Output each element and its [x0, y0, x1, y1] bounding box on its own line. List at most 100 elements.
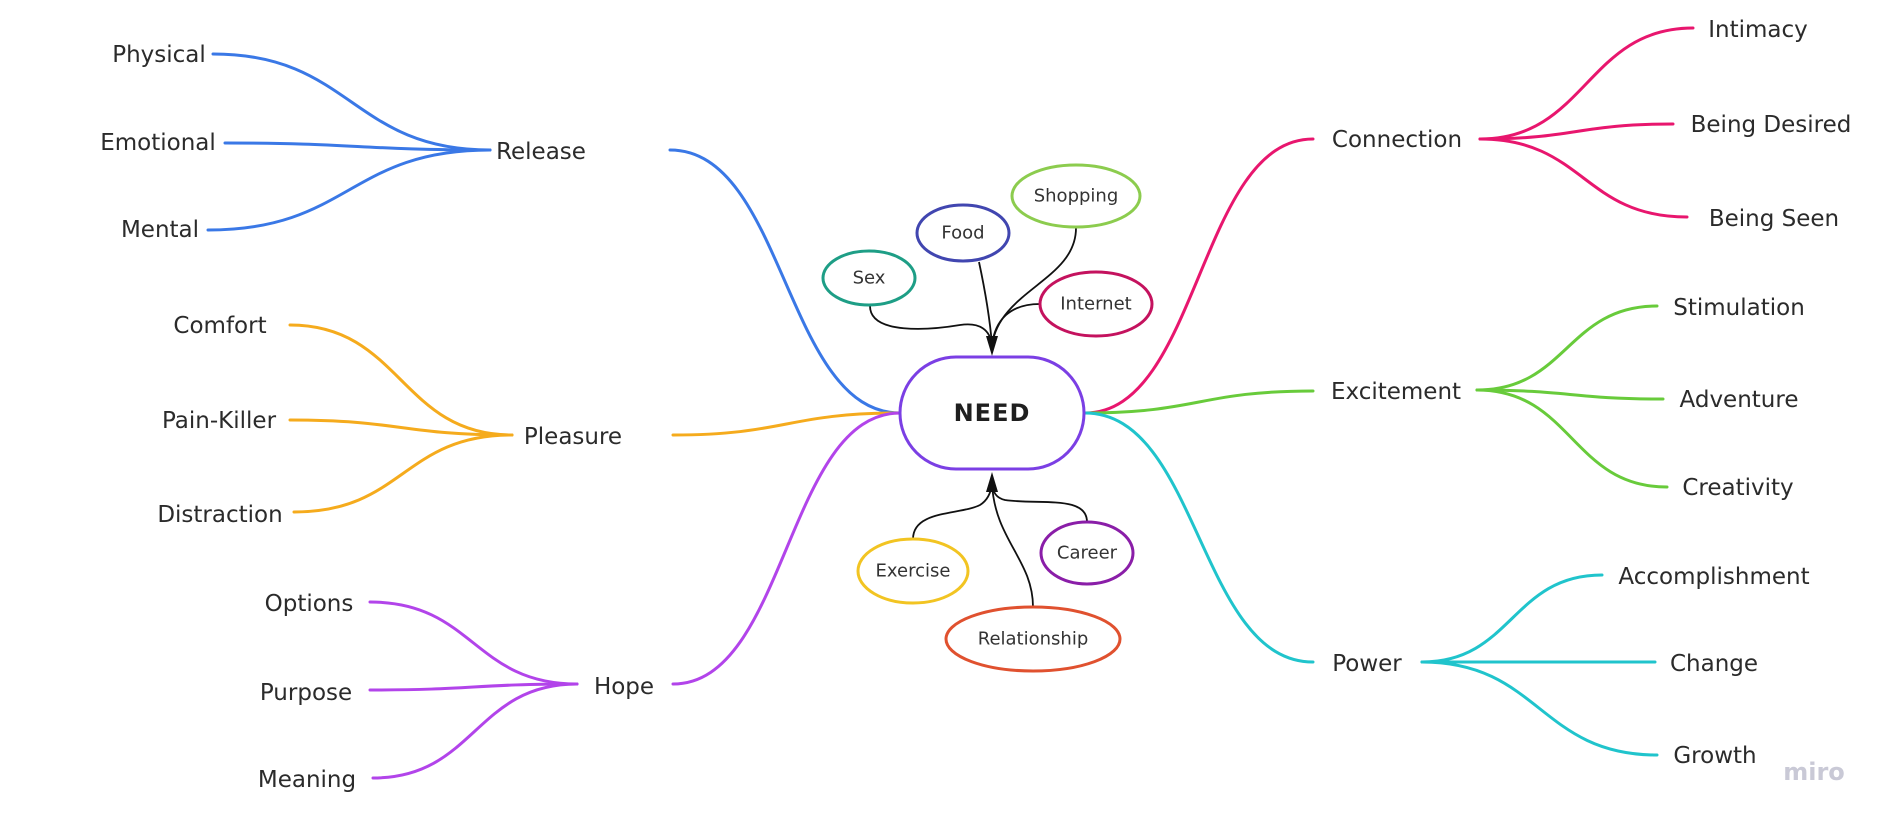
edge-release-to-emotional: [223, 141, 492, 152]
edge-connection-to-being-desired: [1478, 122, 1675, 141]
branch-connection: [1083, 26, 1695, 415]
leaf-label: Growth: [1673, 743, 1756, 769]
leaf-label: Stimulation: [1673, 295, 1805, 321]
edge-power-to-growth: [1420, 660, 1659, 757]
leaf-node-mental[interactable]: Mental: [121, 217, 199, 243]
edge-connection-to-being-seen: [1478, 137, 1689, 219]
edge-hope-to-meaning: [371, 682, 579, 780]
leaf-label: Being Seen: [1709, 206, 1839, 232]
bubble-label: Exercise: [876, 561, 951, 582]
edge-hope-to-options: [368, 600, 579, 686]
bubble-label: Internet: [1060, 294, 1131, 315]
leaf-label: Adventure: [1680, 387, 1799, 413]
leaf-label: Being Desired: [1691, 112, 1852, 138]
leaf-node-being-seen[interactable]: Being Seen: [1709, 206, 1839, 232]
edge-excitement-to-stimulation: [1475, 304, 1659, 392]
leaf-node-being-desired[interactable]: Being Desired: [1691, 112, 1852, 138]
leaf-label: Accomplishment: [1618, 564, 1809, 590]
edge-need-to-pleasure: [671, 411, 902, 437]
leaf-node-emotional[interactable]: Emotional: [100, 130, 216, 156]
leaf-label: Creativity: [1682, 475, 1793, 501]
topic-label: Power: [1332, 651, 1402, 677]
topic-label: Pleasure: [524, 424, 622, 450]
input-bubble-career[interactable]: Career: [1039, 520, 1135, 586]
branch-hope: [368, 411, 902, 780]
bubble-label: Sex: [853, 268, 886, 289]
leaf-label: Change: [1670, 651, 1758, 677]
bubble-label: Relationship: [978, 629, 1089, 650]
input-bubble-food[interactable]: Food: [915, 203, 1011, 263]
topic-node-hope[interactable]: Hope: [594, 674, 654, 700]
input-connectors: [869, 227, 1088, 608]
topic-label: Connection: [1332, 127, 1462, 153]
branch-power: [1083, 411, 1659, 757]
leaf-label: Purpose: [260, 680, 352, 706]
edge-need-to-excitement: [1083, 389, 1315, 415]
leaf-node-comfort[interactable]: Comfort: [173, 313, 266, 339]
leaf-label: Intimacy: [1708, 17, 1808, 43]
connector-food-to-need: [978, 261, 993, 346]
miro-watermark: miro: [1783, 758, 1845, 786]
topic-label: Release: [496, 139, 586, 165]
leaf-node-growth[interactable]: Growth: [1673, 743, 1756, 769]
input-bubble-internet[interactable]: Internet: [1038, 270, 1154, 338]
arrowhead-bottom-icon: [986, 472, 998, 492]
edge-hope-to-purpose: [368, 682, 579, 692]
edge-excitement-to-adventure: [1475, 388, 1665, 401]
edge-pleasure-to-comfort: [288, 323, 514, 437]
connector-internet-to-need: [991, 303, 1041, 346]
leaf-node-options[interactable]: Options: [265, 591, 354, 617]
branch-excitement: [1083, 304, 1669, 489]
leaf-node-stimulation[interactable]: Stimulation: [1673, 295, 1805, 321]
leaf-node-change[interactable]: Change: [1670, 651, 1758, 677]
center-node[interactable]: NEED: [898, 355, 1086, 471]
connector-career-to-need: [991, 483, 1088, 523]
bubble-label: Food: [941, 223, 984, 244]
leaf-label: Distraction: [157, 502, 282, 528]
edge-need-to-release: [668, 148, 902, 415]
leaf-node-intimacy[interactable]: Intimacy: [1708, 17, 1808, 43]
bubble-label: Shopping: [1034, 186, 1119, 207]
arrowhead-top-icon: [986, 336, 998, 356]
leaf-node-meaning[interactable]: Meaning: [258, 767, 356, 793]
leaf-node-adventure[interactable]: Adventure: [1680, 387, 1799, 413]
topic-node-power[interactable]: Power: [1332, 651, 1402, 677]
leaf-node-creativity[interactable]: Creativity: [1682, 475, 1793, 501]
topic-node-connection[interactable]: Connection: [1332, 127, 1462, 153]
input-bubble-sex[interactable]: Sex: [821, 249, 917, 307]
topic-node-pleasure[interactable]: Pleasure: [524, 424, 622, 450]
input-bubble-exercise[interactable]: Exercise: [856, 537, 970, 605]
leaf-label: Options: [265, 591, 354, 617]
edge-connection-to-intimacy: [1478, 26, 1695, 141]
topic-label: Excitement: [1331, 379, 1461, 405]
edge-need-to-hope: [671, 411, 902, 686]
leaf-node-pain-killer[interactable]: Pain-Killer: [162, 408, 277, 434]
connector-sex-to-need: [869, 305, 993, 346]
topic-node-release[interactable]: Release: [496, 139, 586, 165]
leaf-node-distraction[interactable]: Distraction: [157, 502, 282, 528]
connector-relationship-to-need: [991, 483, 1034, 608]
leaf-label: Comfort: [173, 313, 266, 339]
connector-exercise-to-need: [912, 483, 993, 540]
edge-pleasure-to-distraction: [292, 433, 514, 514]
leaf-label: Physical: [112, 42, 206, 68]
center-node-shape: [898, 355, 1086, 471]
bubble-shape: [1039, 520, 1135, 586]
edge-excitement-to-creativity: [1475, 388, 1669, 489]
input-bubble-shopping[interactable]: Shopping: [1010, 163, 1142, 229]
topic-node-excitement[interactable]: Excitement: [1331, 379, 1461, 405]
bubble-shape: [1038, 270, 1154, 338]
leaf-label: Pain-Killer: [162, 408, 277, 434]
leaf-label: Emotional: [100, 130, 216, 156]
bubble-shape: [856, 537, 970, 605]
branch-connectors: [206, 26, 1695, 780]
branch-pleasure: [288, 323, 902, 514]
topic-label: Hope: [594, 674, 654, 700]
bubble-shape: [821, 249, 917, 307]
leaf-node-physical[interactable]: Physical: [112, 42, 206, 68]
input-bubble-relationship[interactable]: Relationship: [944, 605, 1122, 673]
leaf-node-purpose[interactable]: Purpose: [260, 680, 352, 706]
leaf-node-accomplishment[interactable]: Accomplishment: [1618, 564, 1809, 590]
